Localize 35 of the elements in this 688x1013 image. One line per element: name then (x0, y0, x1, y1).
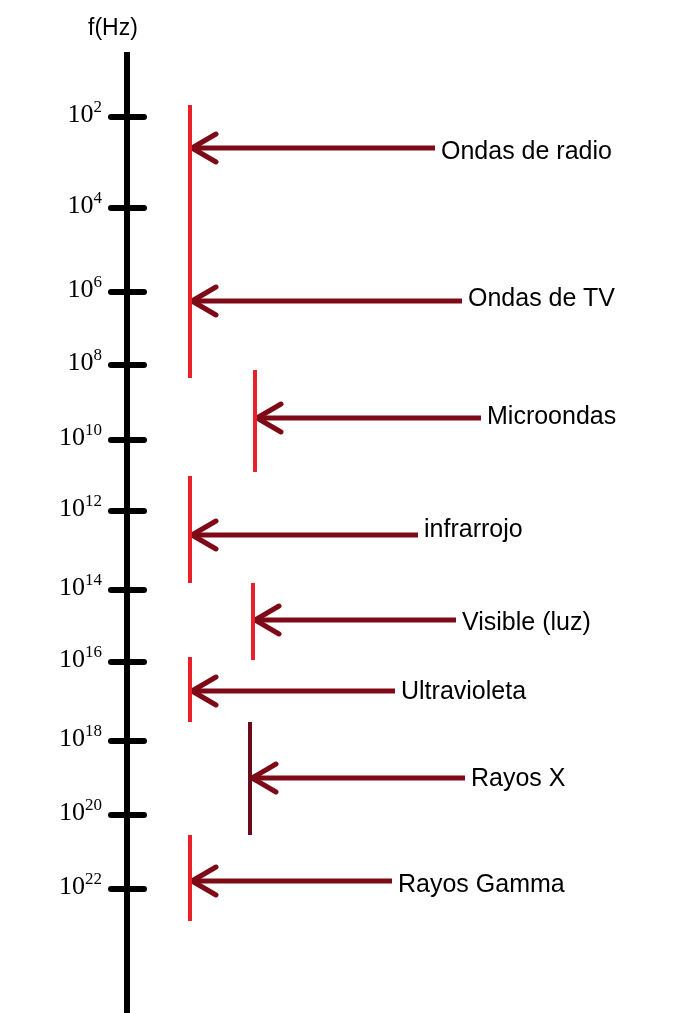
band-label: Visible (luz) (462, 606, 591, 636)
range-bar (188, 105, 192, 378)
tick-label: 10$^{2}$ (67, 97, 102, 129)
tick-label: 10$^{22}$ (59, 869, 102, 901)
tick-label: 10$^{4}$ (67, 188, 102, 220)
range-bar (248, 722, 252, 835)
arrow (189, 674, 395, 708)
arrow (249, 761, 465, 795)
band-label: Ondas de TV (468, 282, 615, 312)
band-label: Ondas de radio (441, 135, 612, 165)
arrow (189, 518, 418, 552)
band-label: Ultravioleta (401, 675, 527, 705)
band-label: Microondas (487, 400, 617, 430)
arrow (254, 401, 481, 435)
arrow (189, 284, 462, 318)
band-label: Rayos Gamma (398, 868, 565, 898)
tick-label: 10$^{10}$ (59, 420, 102, 452)
arrow (189, 131, 435, 165)
tick-label: 10$^{8}$ (67, 345, 102, 377)
tick-label: 10$^{18}$ (59, 721, 102, 753)
range-bar (188, 835, 192, 921)
range-bar (251, 583, 255, 660)
tick-label: 10$^{16}$ (59, 642, 102, 674)
band-label: infrarrojo (424, 513, 523, 543)
range-bar (188, 476, 192, 583)
tick-label: 10$^{20}$ (59, 795, 102, 827)
range-bar (253, 370, 257, 472)
tick-label: 10$^{6}$ (67, 272, 102, 304)
band-label: Rayos X (471, 762, 566, 792)
arrow (252, 603, 456, 637)
range-bar (188, 657, 192, 722)
tick-label: 10$^{12}$ (59, 491, 102, 523)
tick-label: 10$^{14}$ (59, 570, 102, 602)
arrow (189, 864, 392, 898)
axis-title: f(Hz) (88, 14, 138, 41)
